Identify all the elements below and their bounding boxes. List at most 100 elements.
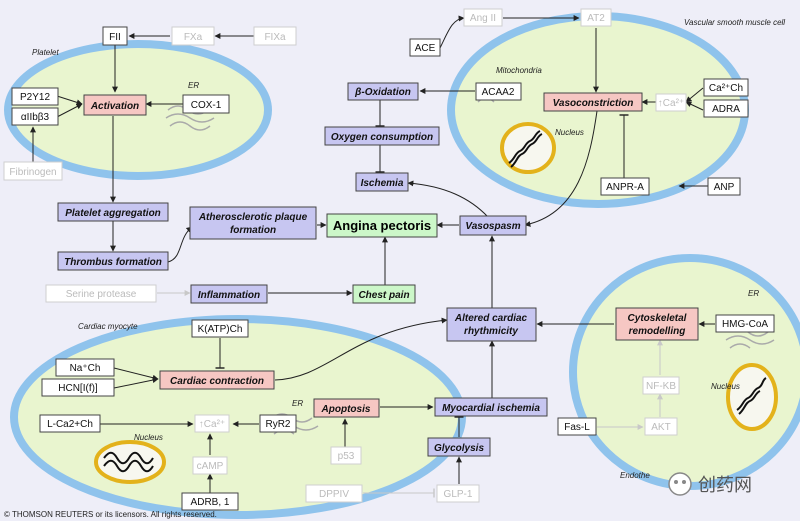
process-cardiac-contraction[interactable]: Cardiac contraction	[159, 370, 275, 390]
gene-anp[interactable]: ANP	[707, 177, 741, 196]
svg-text:COX-1: COX-1	[191, 100, 222, 111]
endpoint-angina-pectoris[interactable]: Angina pectoris	[326, 213, 438, 238]
nucleus-icon	[726, 363, 778, 431]
gene-aiib3[interactable]: αIIbβ3	[11, 107, 59, 126]
svg-text:ADRA: ADRA	[712, 104, 740, 115]
svg-text:FIXa: FIXa	[264, 32, 286, 43]
gene-dppiv[interactable]: DPPIV	[305, 484, 363, 503]
svg-text:Activation: Activation	[90, 101, 139, 112]
process-cytoskeletal-remodelling[interactable]: Cytoskeletal remodelling	[615, 307, 699, 341]
process-ischemia[interactable]: Ischemia	[355, 172, 409, 192]
nucleus-label-cardiac: Nucleus	[134, 433, 163, 442]
gene-p2y12[interactable]: P2Y12	[11, 87, 59, 106]
svg-text:remodelling: remodelling	[629, 326, 686, 337]
process-thrombus-formation[interactable]: Thrombus formation	[57, 251, 169, 271]
svg-text:GLP-1: GLP-1	[444, 489, 473, 500]
gene-cox1[interactable]: COX-1	[182, 94, 230, 114]
svg-text:Na⁺Ch: Na⁺Ch	[70, 363, 101, 374]
svg-text:Fibrinogen: Fibrinogen	[9, 167, 56, 178]
svg-text:Apoptosis: Apoptosis	[321, 404, 371, 415]
svg-text:Inflammation: Inflammation	[198, 290, 260, 301]
svg-text:Thrombus formation: Thrombus formation	[64, 257, 162, 268]
gene-tca-vascular[interactable]: ↑Ca²⁺	[655, 93, 687, 112]
gene-ryr2[interactable]: RyR2	[259, 414, 297, 433]
svg-text:Oxygen consumption: Oxygen consumption	[331, 132, 433, 143]
svg-text:Altered cardiac: Altered cardiac	[454, 313, 528, 324]
copyright-notice: © THOMSON REUTERS or its licensors. All …	[4, 510, 217, 519]
gene-fixa[interactable]: FIXa	[253, 26, 297, 46]
nucleus-icon	[94, 440, 166, 484]
er-label-platelet: ER	[188, 81, 199, 90]
platelet-label: Platelet	[32, 48, 59, 57]
gene-adra[interactable]: ADRA	[703, 99, 749, 118]
process-vasospasm[interactable]: Vasospasm	[459, 215, 527, 236]
gene-tca-cardiac[interactable]: ↑Ca²⁺	[194, 414, 230, 433]
gene-anpr-a[interactable]: ANPR-A	[600, 177, 650, 196]
gene-akt[interactable]: AKT	[644, 417, 678, 436]
svg-text:Myocardial ischemia: Myocardial ischemia	[442, 403, 540, 414]
gene-hmg-coa[interactable]: HMG-CoA	[715, 314, 775, 333]
endpoint-chest-pain[interactable]: Chest pain	[352, 284, 416, 304]
svg-text:K(ATP)Ch: K(ATP)Ch	[198, 324, 243, 335]
svg-text:ANP: ANP	[714, 182, 735, 193]
gene-camp[interactable]: cAMP	[192, 456, 228, 475]
svg-text:Glycolysis: Glycolysis	[434, 443, 484, 454]
endothelial-label: Endothe	[620, 471, 650, 480]
svg-text:cAMP: cAMP	[197, 461, 224, 472]
process-platelet-aggregation[interactable]: Platelet aggregation	[57, 202, 169, 222]
gene-fii[interactable]: FII	[102, 26, 128, 46]
svg-text:L-Ca2+Ch: L-Ca2+Ch	[47, 419, 93, 430]
svg-text:Atherosclerotic plaque: Atherosclerotic plaque	[198, 212, 308, 223]
svg-text:p53: p53	[338, 451, 355, 462]
process-vasoconstriction[interactable]: Vasoconstriction	[543, 92, 643, 112]
vascular-cell-label: Vascular smooth muscle cell	[684, 18, 785, 27]
gene-p53[interactable]: p53	[330, 446, 362, 465]
gene-fas-l[interactable]: Fas-L	[557, 417, 597, 436]
process-inflammation[interactable]: Inflammation	[190, 284, 268, 304]
gene-acaa2[interactable]: ACAA2	[475, 82, 522, 101]
gene-hcn[interactable]: HCN[I(f)]	[41, 378, 115, 397]
gene-l-ca2-ch[interactable]: L-Ca2+Ch	[39, 414, 101, 433]
svg-text:RyR2: RyR2	[265, 419, 290, 430]
gene-ca-ch[interactable]: Ca²⁺Ch	[703, 78, 749, 97]
process-glycolysis[interactable]: Glycolysis	[427, 437, 491, 457]
gene-na-ch[interactable]: Na⁺Ch	[55, 358, 115, 377]
svg-text:Serine protease: Serine protease	[66, 289, 137, 300]
faded-edges	[157, 290, 663, 498]
svg-text:AT2: AT2	[587, 13, 605, 24]
process-activation[interactable]: Activation	[83, 94, 147, 116]
svg-text:Vasospasm: Vasospasm	[465, 221, 520, 232]
gene-serine-protease[interactable]: Serine protease	[45, 284, 157, 303]
process-myocardial-ischemia[interactable]: Myocardial ischemia	[434, 397, 548, 417]
gene-at2[interactable]: AT2	[580, 8, 612, 27]
process-altered-cardiac-rhythmicity[interactable]: Altered cardiac rhythmicity	[446, 307, 537, 342]
process-plaque-formation[interactable]: Atherosclerotic plaque formation	[189, 206, 317, 240]
gene-ace[interactable]: ACE	[409, 38, 441, 57]
svg-text:β-Oxidation: β-Oxidation	[354, 87, 411, 98]
gene-katp-ch[interactable]: K(ATP)Ch	[191, 319, 249, 338]
gene-fxa[interactable]: FXa	[171, 26, 215, 46]
nucleus-icon	[500, 122, 556, 174]
gene-glp1[interactable]: GLP-1	[436, 484, 480, 503]
process-beta-oxidation[interactable]: β-Oxidation	[347, 82, 419, 101]
cardiac-myocyte-label: Cardiac myocyte	[78, 322, 138, 331]
svg-text:AKT: AKT	[651, 422, 670, 433]
svg-text:Angina pectoris: Angina pectoris	[333, 218, 431, 233]
gene-nfkb[interactable]: NF-KB	[642, 376, 680, 395]
gene-fibrinogen[interactable]: Fibrinogen	[3, 161, 63, 181]
svg-text:FXa: FXa	[184, 32, 203, 43]
svg-text:αIIbβ3: αIIbβ3	[21, 112, 50, 123]
svg-text:Chest pain: Chest pain	[358, 290, 409, 301]
svg-text:P2Y12: P2Y12	[20, 92, 50, 103]
svg-text:Platelet aggregation: Platelet aggregation	[65, 208, 161, 219]
svg-text:↑Ca²⁺: ↑Ca²⁺	[658, 98, 684, 109]
process-oxygen-consumption[interactable]: Oxygen consumption	[324, 126, 440, 146]
gene-adrb1[interactable]: ADRB, 1	[181, 492, 239, 511]
svg-text:Ang II: Ang II	[470, 13, 496, 24]
svg-text:Fas-L: Fas-L	[564, 422, 590, 433]
svg-text:ACAA2: ACAA2	[482, 87, 515, 98]
svg-text:Cardiac contraction: Cardiac contraction	[170, 376, 264, 387]
gene-ang-ii[interactable]: Ang II	[463, 8, 503, 27]
process-apoptosis[interactable]: Apoptosis	[313, 398, 380, 418]
